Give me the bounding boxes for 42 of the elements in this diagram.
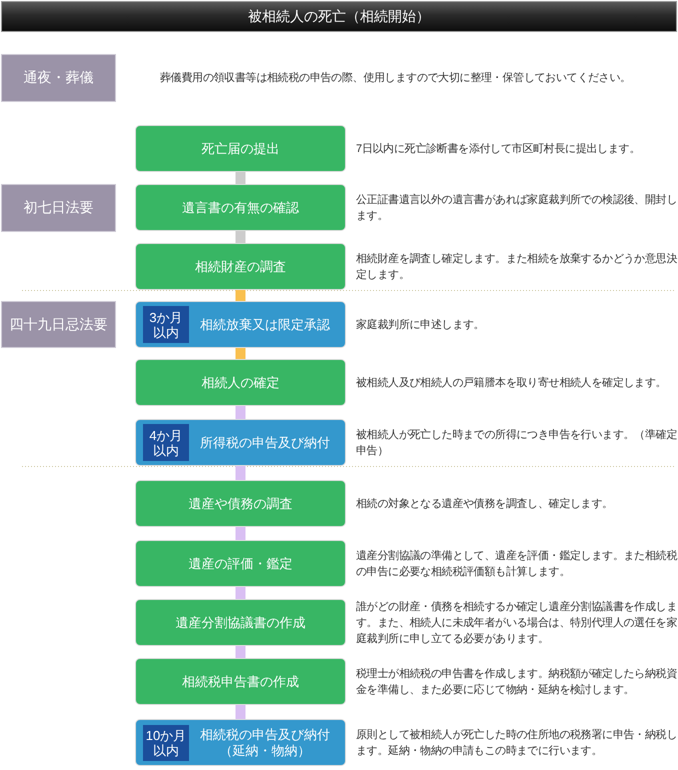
- description-text: 被相続人が死亡した時までの所得につき申告を行います。（準確定申告）: [356, 428, 677, 458]
- phase-box: 通夜・葬儀: [1, 54, 116, 102]
- step-label: 所得税の申告及び納付: [200, 434, 330, 450]
- step-label: 相続放棄又は限定承認: [200, 316, 330, 332]
- connector: [236, 587, 246, 599]
- connector: [236, 290, 246, 301]
- step-box: 死亡届の提出: [135, 125, 346, 172]
- description-text: 葬儀費用の領収書等は相続税の申告の際、使用しますので大切に整理・保管しておいてください。: [160, 70, 631, 86]
- connector: [236, 348, 246, 359]
- connector: [236, 231, 246, 243]
- deadline-badge: 10か月以内: [143, 725, 189, 761]
- description-text: 誰がどの財産・債務を相続するか確定し遺産分割協議書を作成します。また、相続人に未成年者がいる場合は、特別代理人の選任を家庭裁判所に申し立てる必要があります。: [356, 600, 677, 646]
- description-text: 相続の対象となる遺産や債務を調査し、確定します。: [356, 496, 613, 512]
- step-box: [135, 719, 346, 766]
- step-box: 遺産の評価・鑑定: [135, 540, 346, 587]
- description-text: 遺産分割協議の準備として、遺産を評価・鑑定します。また相続税の申告に必要な相続税評価額も計算します。: [356, 548, 677, 580]
- step-box: 遺言書の有無の確認: [135, 184, 346, 231]
- step-box: [135, 301, 346, 348]
- connector: [236, 646, 246, 658]
- description-text: 税理士が相続税の申告書を作成します。納税額が確定したら納税資金を準備し、また必要に応じて物納・延納を検討します。: [356, 666, 677, 698]
- description-text: 家庭裁判所に申述します。: [356, 318, 484, 332]
- step-box: 相続人の確定: [135, 359, 346, 406]
- description-text: 原則として被相続人が死亡した時の住所地の税務署に申告・納税します。延納・物納の申請もこの時までに行います。: [356, 728, 677, 758]
- step-box: 遺産や債務の調査: [135, 480, 346, 527]
- step-box: [135, 419, 346, 466]
- connector: [236, 466, 246, 480]
- title-bar: 被相続人の死亡（相続開始）: [1, 1, 677, 32]
- step-box: 相続税申告書の作成: [135, 658, 346, 705]
- step-box: 遺産分割協議書の作成: [135, 599, 346, 646]
- step-box: 相続財産の調査: [135, 243, 346, 290]
- connector: [236, 705, 246, 719]
- deadline-badge: 4か月以内: [143, 424, 189, 461]
- description-text: 相続財産を調査し確定します。また相続を放棄するかどうか意思決定します。: [356, 252, 677, 282]
- deadline-badge: 3か月以内: [143, 306, 189, 343]
- phase-box: 四十九日忌法要: [1, 301, 116, 348]
- phase-box: 初七日法要: [1, 184, 116, 232]
- step-label: 相続税の申告及び納付（延納・物納）: [199, 726, 331, 758]
- description-text: 公正証書遺言以外の遺言書があれば家庭裁判所での検認後、開封します。: [356, 192, 677, 224]
- connector: [236, 172, 246, 184]
- connector: [236, 527, 246, 540]
- description-text: 被相続人及び相続人の戸籍謄本を取り寄せ相続人を確定します。: [356, 376, 666, 390]
- description-text: 7日以内に死亡診断書を添付して市区町村長に提出します。: [356, 142, 640, 156]
